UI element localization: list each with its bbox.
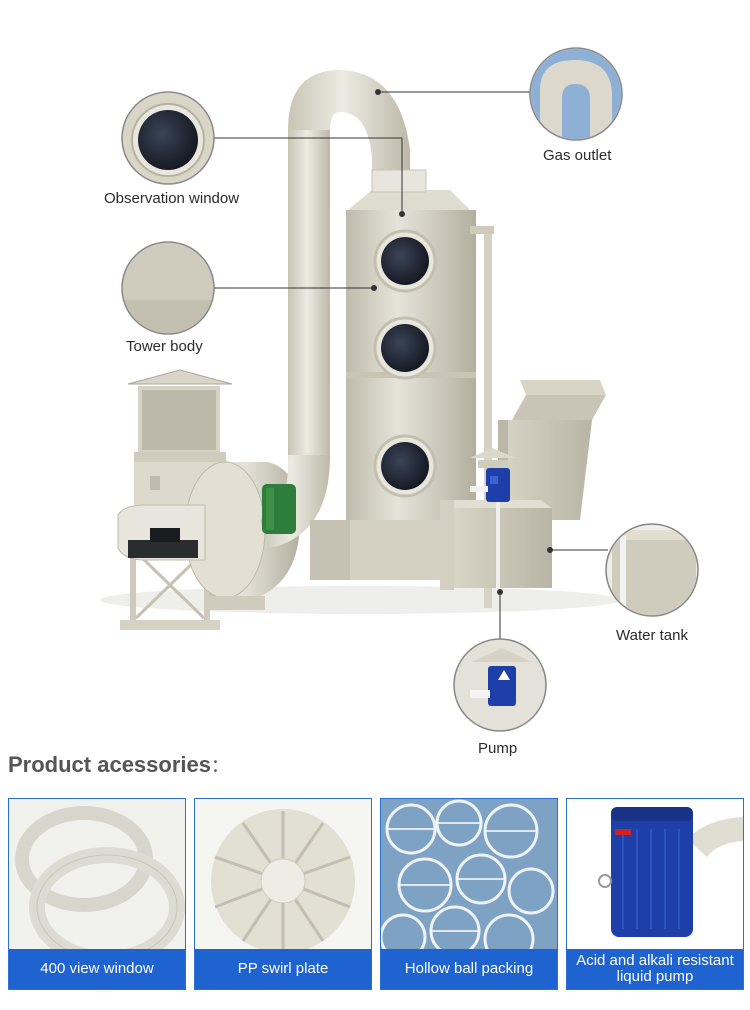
callout-dots bbox=[371, 89, 553, 595]
section-title-colon: ： bbox=[210, 756, 229, 776]
section-title: Product acessories： bbox=[8, 752, 229, 778]
accessory-card-liquid-pump: Acid and alkali resistant liquid pump bbox=[566, 798, 744, 990]
hollow-ball-packing-icon bbox=[381, 799, 557, 949]
accessory-label: 400 view window bbox=[9, 949, 185, 989]
callout-water-tank: Water tank bbox=[616, 627, 688, 644]
accessory-label: Hollow ball packing bbox=[381, 949, 557, 989]
water-tank-detail bbox=[605, 523, 699, 617]
liquid-pump-icon bbox=[567, 799, 743, 949]
callout-tower-body: Tower body bbox=[126, 338, 203, 355]
callout-gas-outlet: Gas outlet bbox=[543, 147, 612, 164]
tower-body-detail bbox=[121, 241, 215, 335]
callout-pump: Pump bbox=[478, 740, 518, 757]
accessory-label: PP swirl plate bbox=[195, 949, 371, 989]
duct bbox=[498, 380, 606, 520]
view-window-ring-icon bbox=[9, 799, 185, 949]
scrubber-tower-illustration bbox=[100, 47, 699, 732]
pump bbox=[470, 448, 516, 592]
observation-window-detail bbox=[121, 91, 215, 185]
accessory-card-hollow-ball: Hollow ball packing bbox=[380, 798, 558, 990]
accessory-card-view-window: 400 view window bbox=[8, 798, 186, 990]
accessories-row: 400 view window PP swirl plate bbox=[8, 798, 744, 990]
pump-detail bbox=[453, 638, 547, 732]
accessory-card-swirl-plate: PP swirl plate bbox=[194, 798, 372, 990]
callout-lines bbox=[212, 91, 608, 642]
gas-outlet-detail bbox=[529, 47, 623, 141]
swirl-plate-icon bbox=[195, 799, 371, 949]
callout-observation-window: Observation window bbox=[104, 190, 240, 207]
section-title-text: Product acessories bbox=[8, 752, 211, 777]
accessory-label: Acid and alkali resistant liquid pump bbox=[567, 949, 743, 989]
